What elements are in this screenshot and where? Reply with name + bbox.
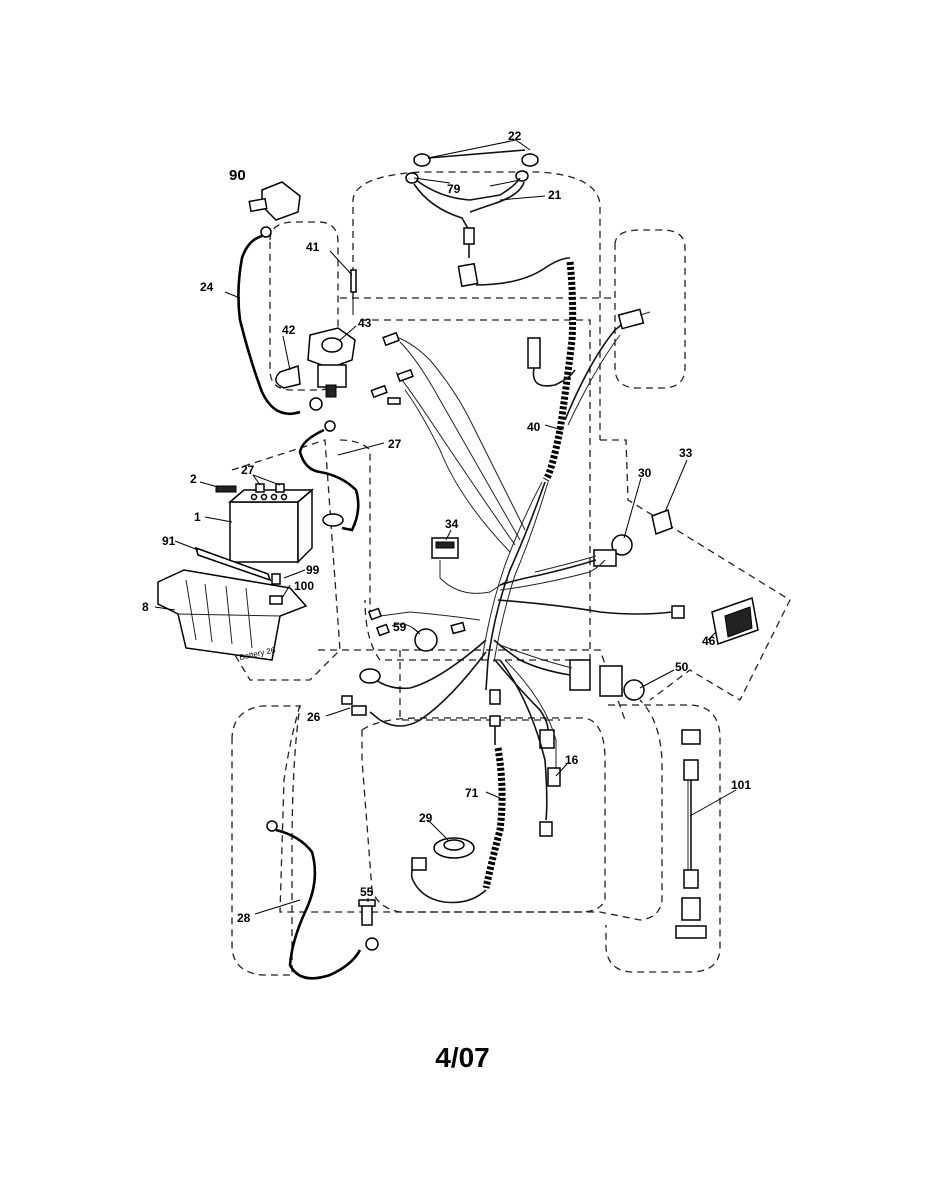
plug-90 bbox=[248, 181, 301, 221]
callout-40: 40 bbox=[527, 420, 541, 434]
switch-46 bbox=[711, 597, 759, 645]
leader-lines bbox=[154, 139, 737, 915]
callout-22: 22 bbox=[508, 129, 522, 143]
switch-33 bbox=[651, 508, 673, 536]
callout-59: 59 bbox=[393, 620, 407, 634]
left-harness bbox=[341, 607, 487, 727]
callout-43: 43 bbox=[358, 316, 372, 330]
main-harness-40 bbox=[370, 257, 651, 691]
callout-71: 71 bbox=[465, 786, 479, 800]
callout-41: 41 bbox=[306, 240, 320, 254]
callout-100: 100 bbox=[294, 579, 314, 593]
callout-42: 42 bbox=[282, 323, 296, 337]
callout-27-upper: 27 bbox=[388, 437, 402, 451]
harness-101 bbox=[675, 729, 707, 939]
callout-16: 16 bbox=[565, 753, 579, 767]
callout-46: 46 bbox=[702, 634, 716, 648]
callout-91: 91 bbox=[162, 534, 176, 548]
callout-2: 2 bbox=[190, 472, 197, 486]
headlight-assembly bbox=[405, 149, 539, 288]
callout-1: 1 bbox=[194, 510, 201, 524]
callout-26: 26 bbox=[307, 710, 321, 724]
ignition-switch-30 bbox=[499, 534, 633, 586]
callout-30: 30 bbox=[638, 466, 652, 480]
solenoid-assembly bbox=[275, 269, 357, 398]
switch-34 bbox=[431, 537, 509, 594]
callout-21: 21 bbox=[548, 188, 562, 202]
callout-24: 24 bbox=[200, 280, 214, 294]
callout-29: 29 bbox=[419, 811, 433, 825]
branch-right bbox=[497, 559, 685, 619]
callout-99: 99 bbox=[306, 563, 320, 577]
tractor-outline bbox=[231, 171, 791, 976]
battery-cables bbox=[237, 226, 360, 532]
page-number: 4/07 bbox=[435, 1042, 490, 1073]
callout-101: 101 bbox=[731, 778, 751, 792]
callout-55: 55 bbox=[360, 885, 374, 899]
battery-assembly bbox=[157, 483, 315, 661]
callout-27-lower: 27 bbox=[241, 463, 255, 477]
callout-8: 8 bbox=[142, 600, 149, 614]
rear-harness-71 bbox=[410, 659, 561, 904]
callout-28: 28 bbox=[237, 911, 251, 925]
callout-33: 33 bbox=[679, 446, 693, 460]
connector-50 bbox=[493, 639, 645, 701]
callout-79: 79 bbox=[447, 182, 461, 196]
callout-50: 50 bbox=[675, 660, 689, 674]
callout-34: 34 bbox=[445, 517, 459, 531]
callout-90: 90 bbox=[229, 167, 246, 184]
ground-cable-28 bbox=[266, 820, 379, 980]
